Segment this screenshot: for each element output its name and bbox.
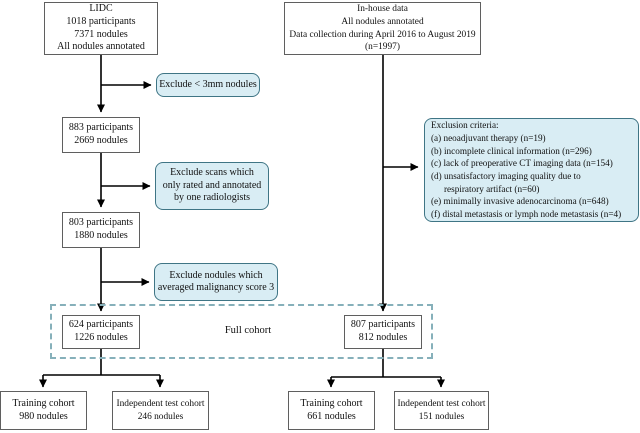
note-line: Exclusion criteria: <box>431 120 499 131</box>
note-line: (d) unsatisfactory imaging quality due t… <box>431 171 581 181</box>
inhouse-source-box: In-house data All nodules annotated Data… <box>284 2 481 55</box>
note-line: (f) distal metastasis or lymph node meta… <box>431 209 622 220</box>
box-line: 2669 nodules <box>74 135 128 146</box>
lidc-full-cohort-box: 624 participants 1226 nodules <box>62 315 140 349</box>
note-line: respiratory artifact (n=60) <box>444 183 540 194</box>
inhouse-full-cohort-box: 807 participants 812 nodules <box>344 315 422 349</box>
note-line: (e) minimally invasive adenocarcinoma (n… <box>431 196 609 207</box>
box-line: 980 nodules <box>19 410 68 422</box>
box-line: All nodules annotated <box>57 41 145 53</box>
box-line: Training cohort <box>12 397 75 409</box>
box-line: 661 nodules <box>307 410 356 422</box>
exclude-malignancy-score-box: Exclude nodules which averaged malignanc… <box>154 263 278 301</box>
box-line: 624 participants <box>68 319 134 331</box>
inhouse-training-cohort-box: Training cohort 661 nodules <box>288 391 375 430</box>
box-line: 812 nodules <box>358 332 408 343</box>
box-line: 246 nodules <box>137 411 184 422</box>
box-line: LIDC <box>89 3 113 15</box>
full-cohort-label: Full cohort <box>224 325 272 336</box>
inhouse-test-cohort-box: Independent test cohort 151 nodules <box>394 391 489 430</box>
box-line: Independent test cohort <box>397 398 486 409</box>
box-line: Independent test cohort <box>116 398 205 409</box>
note-line: Exclude scans which <box>170 167 254 179</box>
box-line: 1880 nodules <box>74 230 128 241</box>
box-line: Data collection during April 2016 to Aug… <box>289 29 476 40</box>
note-line: Exclude < 3mm nodules <box>159 78 257 90</box>
note-line: (a) neoadjuvant therapy (n=19) <box>431 132 546 143</box>
box-line: 1018 participants <box>66 15 136 27</box>
lidc-step2-box: 803 participants 1880 nodules <box>62 212 140 248</box>
box-line: 883 participants <box>68 122 134 134</box>
note-line: (c) lack of preoperative CT imaging data… <box>431 158 613 169</box>
lidc-source-box: LIDC 1018 participants 7371 nodules All … <box>44 2 158 55</box>
lidc-test-cohort-box: Independent test cohort 246 nodules <box>112 391 209 430</box>
note-line: only rated and annotated <box>162 179 262 191</box>
note-line: Exclude nodules which <box>169 269 263 281</box>
exclusion-criteria-box: Exclusion criteria: (a) neoadjuvant ther… <box>424 118 639 222</box>
box-line: All nodules annotated <box>341 16 424 27</box>
box-line: (n=1997) <box>365 42 400 53</box>
note-line: by one radiologists <box>173 192 251 204</box>
lidc-training-cohort-box: Training cohort 980 nodules <box>0 391 87 430</box>
box-line: In-house data <box>357 4 408 15</box>
box-line: 1226 nodules <box>74 332 128 343</box>
box-line: 807 participants <box>350 319 416 331</box>
exclude-3mm-box: Exclude < 3mm nodules <box>156 73 260 97</box>
box-line: Training cohort <box>300 397 363 409</box>
lidc-step1-box: 883 participants 2669 nodules <box>62 117 140 153</box>
full-cohort-dashed-region <box>50 304 433 359</box>
box-line: 803 participants <box>68 217 134 229</box>
note-line: averaged malignancy score 3 <box>157 282 275 293</box>
box-line: 151 nodules <box>418 411 465 422</box>
box-line: 7371 nodules <box>74 28 128 40</box>
note-line: (b) incomplete clinical information (n=2… <box>431 145 592 156</box>
exclude-one-radiologist-box: Exclude scans which only rated and annot… <box>155 162 269 210</box>
